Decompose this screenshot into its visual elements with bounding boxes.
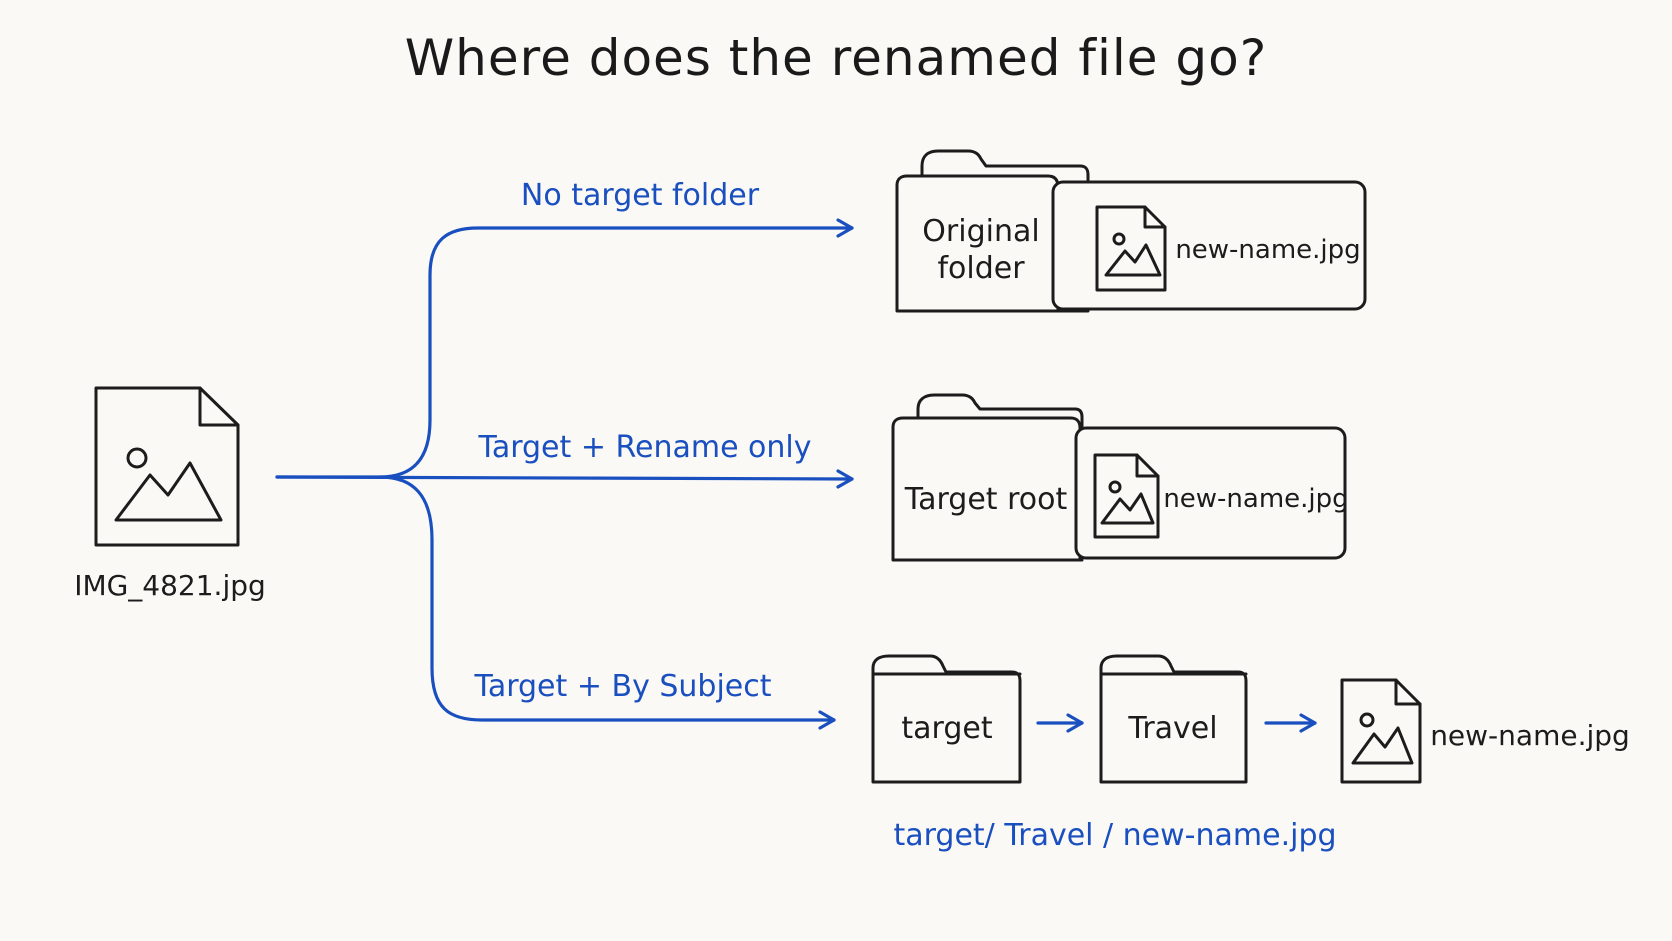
- branch-arrow-no-target: [275, 218, 854, 479]
- original-folder-label-line1: Original: [922, 214, 1039, 249]
- renamed-file-label-original: new-name.jpg: [1175, 235, 1360, 265]
- branch-label-by-subject: Target + By Subject: [473, 669, 771, 704]
- resulting-path-caption: target/ Travel / new-name.jpg: [893, 818, 1336, 853]
- original-folder-label-line2: folder: [937, 251, 1025, 286]
- target-folder-icon: [871, 654, 1022, 784]
- source-file-label: IMG_4821.jpg: [74, 569, 266, 602]
- original-folder-icon: [895, 149, 1090, 313]
- renamed-file-icon: [1093, 453, 1160, 539]
- branch-label-rename-only: Target + Rename only: [477, 430, 811, 465]
- target-root-folder-icon: [891, 393, 1084, 562]
- branch-label-no-target: No target folder: [521, 178, 760, 213]
- renamed-file-icon: [1095, 205, 1167, 292]
- travel-folder-label: Travel: [1127, 711, 1217, 746]
- source-image-file-icon: [94, 386, 240, 547]
- renamed-file-label-target-root: new-name.jpg: [1163, 484, 1348, 514]
- target-folder-label: target: [901, 711, 992, 746]
- branch-connectors: [275, 218, 854, 730]
- branch-arrow-by-subject: [378, 475, 836, 730]
- diagram-title: Where does the renamed file go?: [405, 29, 1268, 87]
- renamed-file-label-by-subject: new-name.jpg: [1430, 719, 1630, 752]
- target-root-folder-label: Target root: [904, 482, 1068, 517]
- branch-arrow-rename-only: [275, 469, 854, 489]
- renamed-file-icon: [1340, 678, 1422, 784]
- travel-folder-icon: [1099, 654, 1248, 784]
